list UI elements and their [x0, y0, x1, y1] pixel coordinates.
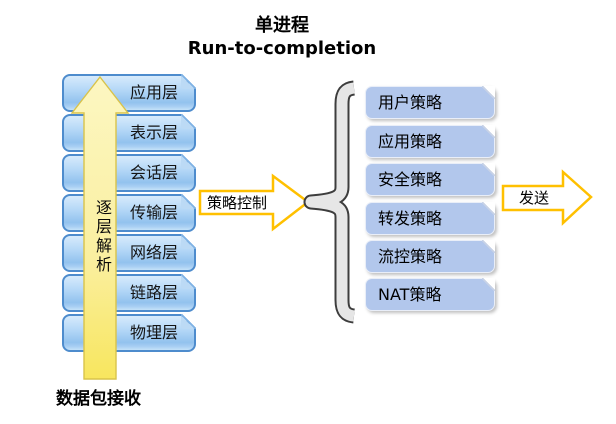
policy-box-forward: 转发策略: [365, 202, 495, 235]
layer-label: 会话层: [129, 163, 178, 182]
policy-box-security: 安全策略: [365, 163, 495, 196]
policy-label: 应用策略: [378, 132, 443, 151]
title-line2: Run-to-completion: [187, 38, 377, 59]
layer-label: 表示层: [129, 123, 178, 142]
policy-label: 转发策略: [378, 209, 443, 228]
policy-label: 用户策略: [378, 93, 443, 112]
policy-control-arrow-icon: [198, 173, 311, 232]
up-arrow-icon: [70, 75, 130, 380]
policy-box-flowctl: 流控策略: [365, 240, 495, 273]
policy-box-app: 应用策略: [365, 125, 495, 158]
packet-receive-label: 数据包接收: [56, 389, 141, 409]
layer-label: 应用层: [129, 83, 178, 102]
policy-label: 流控策略: [378, 247, 443, 266]
up-arrow-label: 逐层解析: [93, 199, 112, 275]
send-arrow-icon: [501, 169, 593, 226]
policy-box-user: 用户策略: [365, 86, 495, 119]
send-label: 发送: [518, 189, 549, 207]
layer-label: 传输层: [129, 203, 178, 222]
title-line1: 单进程: [255, 15, 309, 36]
layer-label: 链路层: [129, 283, 178, 302]
layer-label: 网络层: [129, 243, 178, 262]
layer-label: 物理层: [129, 323, 178, 342]
policy-box-nat: NAT策略: [365, 278, 495, 311]
policy-control-label: 策略控制: [206, 194, 267, 212]
diagram-title: 单进程 Run-to-completion: [172, 14, 392, 60]
policy-label: NAT策略: [378, 285, 442, 304]
policy-label: 安全策略: [378, 170, 443, 189]
brace-fill: [305, 82, 355, 322]
